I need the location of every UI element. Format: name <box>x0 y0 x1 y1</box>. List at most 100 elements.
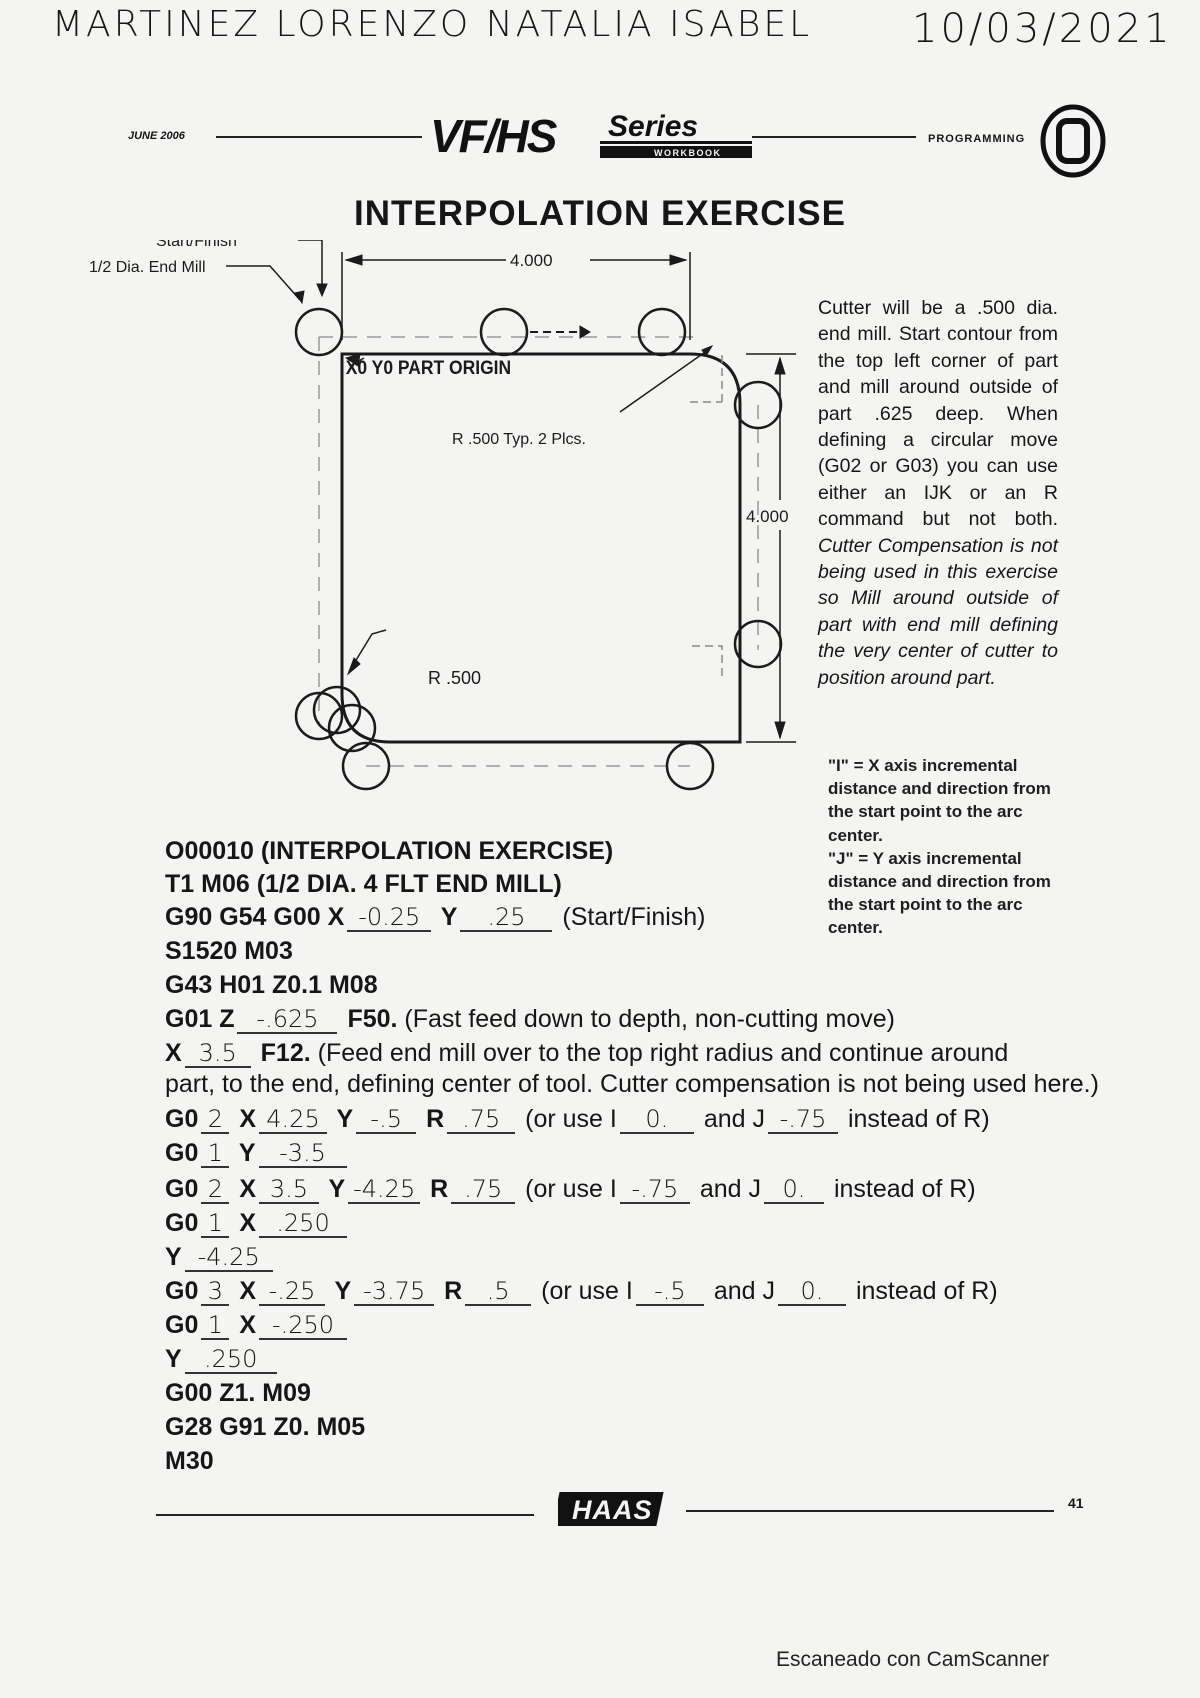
label-width: 4.000 <box>510 251 553 270</box>
header-rule-left <box>216 136 422 138</box>
logo-series: Series <box>608 110 698 143</box>
header-rule-right <box>752 136 916 138</box>
fill-x-start[interactable]: -0.25 <box>347 904 432 932</box>
line6-feed: F50. <box>347 1005 398 1033</box>
ij-notes: "I" = X axis incremental distance and di… <box>828 754 1060 940</box>
part-drawing: Start/Finish 1/2 Dia. End Mill 4.000 4.0… <box>90 240 796 791</box>
cutter-right-bottom <box>733 619 783 669</box>
instructions-text: Cutter will be a .500 dia. end mill. Sta… <box>818 295 1058 691</box>
line7-feed: F12. <box>260 1039 311 1067</box>
program-line-17: G00 Z1. M09 <box>165 1379 311 1407</box>
fill-x-top[interactable]: 3.5 <box>184 1040 251 1068</box>
cutter-bottom-left-1 <box>294 691 344 741</box>
fill-y-2[interactable]: -3.5 <box>258 1140 347 1168</box>
cutter-moving <box>479 307 529 357</box>
cutter-bottom-left-4 <box>341 741 391 791</box>
cutter-top-right <box>637 307 687 357</box>
label-start-finish: Start/Finish <box>156 240 237 250</box>
page-title: INTERPOLATION EXERCISE <box>354 194 846 233</box>
fill-r-1[interactable]: .75 <box>447 1106 516 1134</box>
fill-r-6[interactable]: .5 <box>465 1278 532 1306</box>
fill-j-6[interactable]: 0. <box>777 1278 846 1306</box>
line7-x-label: X <box>165 1039 182 1067</box>
cutter-bottom-left-3 <box>327 703 377 753</box>
header-date: JUNE 2006 <box>128 130 185 142</box>
haas-logo-text: HAAS <box>572 1495 653 1525</box>
student-name: MARTINEZ LORENZO NATALIA ISABEL <box>52 4 813 45</box>
fill-g-2[interactable]: 1 <box>201 1140 230 1168</box>
line3-y-label: Y <box>440 903 458 931</box>
program-line-18: G28 G91 Z0. M05 <box>165 1413 366 1441</box>
fill-g-3[interactable]: 2 <box>201 1176 230 1204</box>
footer-rule-right <box>686 1510 1054 1512</box>
program-line-5: G43 H01 Z0.1 M08 <box>165 971 378 999</box>
label-radius: R .500 <box>428 668 481 688</box>
section-badge-icon <box>1040 104 1106 178</box>
note-i: "I" = X axis incremental distance and di… <box>828 756 1051 845</box>
line3-code: G90 G54 G00 X <box>165 903 345 931</box>
handwritten-date: 10/03/2021 <box>912 6 1173 52</box>
line7-comment: (Feed end mill over to the top right rad… <box>317 1039 1009 1067</box>
label-height: 4.000 <box>746 507 789 526</box>
fill-i-3[interactable]: -.75 <box>619 1176 690 1204</box>
program-line-19: M30 <box>165 1447 214 1475</box>
cutter-bottom-left-2 <box>312 685 362 735</box>
label-origin: X0 Y0 PART ORIGIN <box>346 356 511 378</box>
program-line-4: S1520 M03 <box>165 937 293 965</box>
fill-r-3[interactable]: .75 <box>451 1176 516 1204</box>
line3-comment: (Start/Finish) <box>562 903 706 931</box>
program-line-6: G01 Z-.625 F50. (Fast feed down to depth… <box>165 1004 895 1034</box>
tool-center-path <box>318 336 759 725</box>
camscanner-watermark: Escaneado con CamScanner <box>776 1648 1050 1671</box>
fill-z-depth[interactable]: -.625 <box>237 1006 338 1034</box>
fill-y-1[interactable]: -.5 <box>356 1106 417 1134</box>
program-line-2: T1 M06 (1/2 DIA. 4 FLT END MILL) <box>165 870 562 898</box>
program-line-13: Y-4.25 <box>165 1242 276 1272</box>
instructions-plain: Cutter will be a .500 dia. end mill. Sta… <box>818 297 1058 531</box>
label-radius-typ: R .500 Typ. 2 Plcs. <box>452 431 586 448</box>
fill-x-7[interactable]: -.250 <box>259 1312 347 1340</box>
fill-i-6[interactable]: -.5 <box>635 1278 704 1306</box>
instructions-italic: Cutter Compensation is not being used in… <box>818 534 1058 689</box>
fill-y-5[interactable]: -4.25 <box>184 1244 273 1272</box>
fill-i-1[interactable]: 0. <box>619 1106 694 1134</box>
logo-text: VF/HS <box>430 110 558 162</box>
haas-logo: HAAS <box>558 1492 664 1526</box>
fill-x-3[interactable]: 3.5 <box>259 1176 319 1204</box>
program-line-8: part, to the end, defining center of too… <box>165 1070 1099 1098</box>
header-section: PROGRAMMING <box>928 133 1026 145</box>
fill-x-4[interactable]: .250 <box>259 1210 347 1238</box>
program-line-3: G90 G54 G00 X-0.25 Y.25 (Start/Finish) <box>165 902 706 932</box>
label-end-mill: 1/2 Dia. End Mill <box>90 259 206 276</box>
fill-j-1[interactable]: -.75 <box>767 1106 838 1134</box>
fill-y-3[interactable]: -4.25 <box>348 1176 421 1204</box>
fill-x-6[interactable]: -.25 <box>259 1278 325 1306</box>
note-j: "J" = Y axis incremental distance and di… <box>828 848 1051 938</box>
page-number: 41 <box>1068 1495 1084 1511</box>
fill-y-8[interactable]: .250 <box>184 1346 277 1374</box>
line6-comment: (Fast feed down to depth, non-cutting mo… <box>404 1005 895 1033</box>
fill-g-7[interactable]: 1 <box>201 1312 230 1340</box>
fill-g-1[interactable]: 2 <box>201 1106 230 1134</box>
fill-y-6[interactable]: -3.75 <box>354 1278 435 1306</box>
line6-code: G01 Z <box>165 1005 235 1033</box>
program-line-16: Y.250 <box>165 1344 280 1374</box>
footer-rule-left <box>156 1514 534 1516</box>
fill-g-4[interactable]: 1 <box>201 1210 230 1238</box>
part-outline <box>340 352 742 744</box>
fill-y-start[interactable]: .25 <box>460 904 553 932</box>
cutter-bottom-right <box>665 741 715 791</box>
logo-workbook: WORKBOOK <box>654 148 722 158</box>
fill-j-3[interactable]: 0. <box>763 1176 824 1204</box>
program-line-1: O00010 (INTERPOLATION EXERCISE) <box>165 837 614 865</box>
fill-g-6[interactable]: 3 <box>201 1278 230 1306</box>
fill-x-1[interactable]: 4.25 <box>259 1106 327 1134</box>
vf-hs-series-logo: VF/HS Series WORKBOOK <box>430 110 752 162</box>
cutter-right-top <box>733 380 783 430</box>
